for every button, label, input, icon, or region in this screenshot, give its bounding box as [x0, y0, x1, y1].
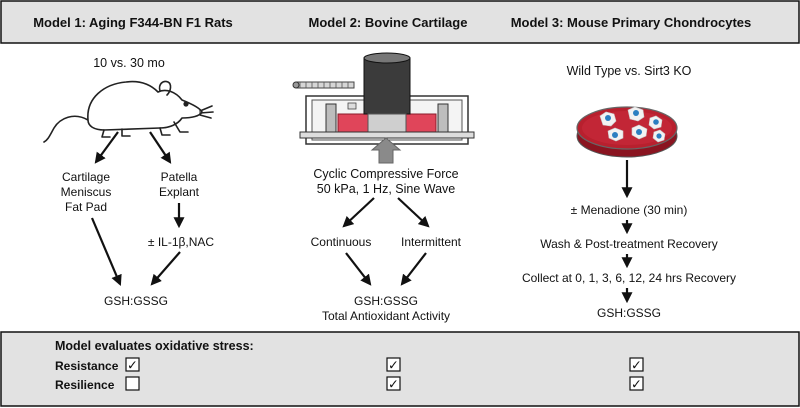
- m2-arrow-left-to-output: [345, 252, 372, 286]
- m3-step-2: Wash & Post-treatment Recovery: [540, 237, 718, 251]
- m1-right-branch-line-2: Explant: [159, 185, 200, 199]
- row-label-resilience: Resilience: [55, 378, 115, 392]
- m1-left-branch-line-1: Cartilage: [62, 170, 110, 184]
- m3-step-4: GSH:GSSG: [597, 306, 661, 320]
- checkbox-grid: ✓ ✓ ✓ ✓ ✓: [125, 357, 644, 393]
- rat-illustration: [43, 80, 214, 143]
- culture-dish-illustration: [576, 106, 678, 158]
- m2-arrow-right-to-output: [400, 252, 427, 286]
- m2-right-branch: Intermittent: [401, 235, 462, 249]
- m3-genotype-label: Wild Type vs. Sirt3 KO: [567, 64, 692, 78]
- m1-right-branch-line-1: Patella: [161, 170, 198, 184]
- m2-arrow-to-continuous: [342, 197, 375, 228]
- check-resistance-model-3: ✓: [631, 359, 642, 374]
- m1-left-branch-line-3: Fat Pad: [65, 200, 107, 214]
- m2-force-line-1: Cyclic Compressive Force: [313, 167, 458, 181]
- force-arrow: [370, 137, 402, 164]
- checkbox-resistance-model-2: [386, 357, 401, 372]
- m2-output-line-1: GSH:GSSG: [354, 294, 418, 308]
- check-resistance-model-1: ✓: [127, 359, 138, 374]
- m2-left-branch: Continuous: [311, 235, 372, 249]
- check-resilience-model-3: ✓: [631, 378, 642, 393]
- evaluation-title: Model evaluates oxidative stress:: [55, 339, 254, 353]
- m1-arrow-to-patella: [149, 131, 172, 164]
- checkbox-resistance-model-3: [629, 357, 644, 372]
- m2-force-line-2: 50 kPa, 1 Hz, Sine Wave: [317, 182, 456, 196]
- checkbox-resilience-model-2: [386, 376, 401, 391]
- row-label-resistance: Resistance: [55, 359, 119, 373]
- checkbox-resilience-model-3: [629, 376, 644, 391]
- m2-arrow-to-intermittent: [397, 197, 430, 228]
- header-model-2: Model 2: Bovine Cartilage: [309, 15, 468, 30]
- m1-arrow-to-cartilage: [94, 131, 119, 164]
- m3-step-1: ± Menadione (30 min): [571, 203, 688, 217]
- header-model-3: Model 3: Mouse Primary Chondrocytes: [511, 15, 752, 30]
- checkbox-resistance-model-1: [125, 357, 140, 372]
- bioreactor-illustration: [292, 52, 475, 145]
- check-resilience-model-2: ✓: [388, 378, 399, 393]
- header-model-1: Model 1: Aging F344-BN F1 Rats: [33, 15, 233, 30]
- m1-treatment: ± IL-1β,NAC: [148, 235, 215, 249]
- m1-arrow-left-to-output: [90, 217, 122, 287]
- m1-output: GSH:GSSG: [104, 294, 168, 308]
- m2-output-line-2: Total Antioxidant Activity: [322, 309, 450, 323]
- model1-age-label: 10 vs. 30 mo: [93, 56, 165, 70]
- m1-left-branch-line-2: Meniscus: [61, 185, 112, 199]
- check-resistance-model-2: ✓: [388, 359, 399, 374]
- m1-arrow-right-to-output: [150, 251, 181, 286]
- header-bar: [0, 0, 800, 44]
- checkbox-resilience-model-1: [125, 376, 140, 391]
- m3-step-3: Collect at 0, 1, 3, 6, 12, 24 hrs Recove…: [522, 271, 736, 285]
